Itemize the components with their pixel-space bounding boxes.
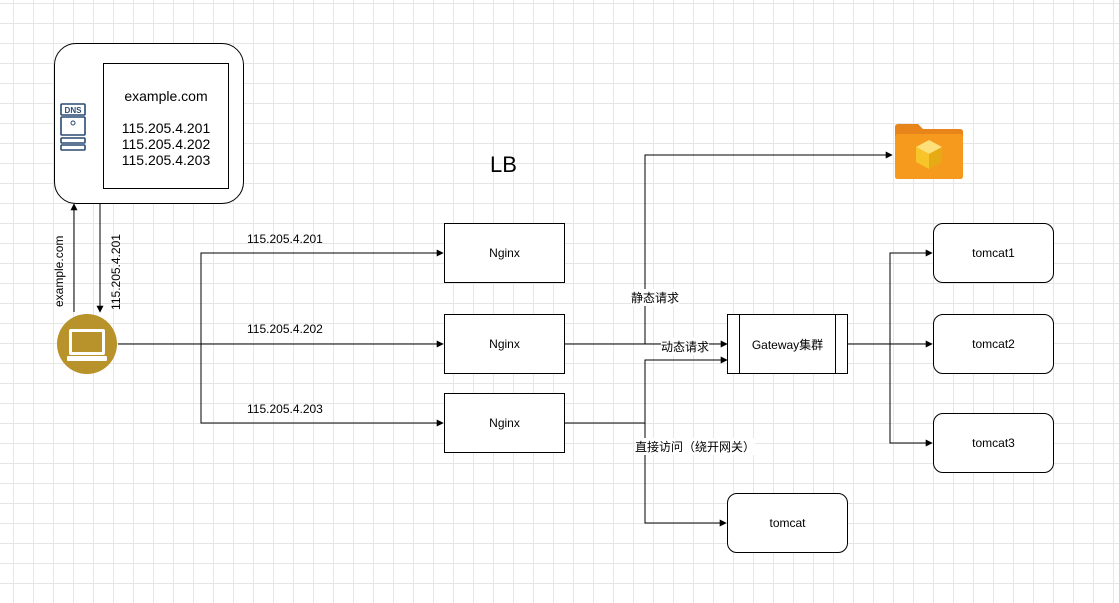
dns-record-screen: example.com 115.205.4.201 115.205.4.202 …	[103, 63, 229, 189]
gateway-right-bar	[835, 315, 836, 373]
dns-server-icon: DNS	[60, 103, 88, 151]
direct-access-label: 直接访问（绕开网关）	[635, 438, 756, 455]
tomcat-direct-node[interactable]: tomcat	[727, 493, 848, 553]
query-label: example.com	[52, 235, 66, 307]
dns-domain: example.com	[124, 88, 208, 104]
route-label-1: 115.205.4.201	[247, 232, 323, 246]
edge-static	[644, 151, 893, 344]
nginx-node-3[interactable]: Nginx	[444, 393, 565, 453]
static-folder-icon[interactable]	[894, 124, 964, 180]
nginx-node-1[interactable]: Nginx	[444, 223, 565, 283]
diagram-title: LB	[490, 152, 517, 177]
tomcat-node-2[interactable]: tomcat2	[933, 314, 1054, 374]
edge-gateway-to-tomcat3	[889, 344, 933, 447]
dynamic-request-label: 动态请求	[661, 338, 710, 355]
tomcat-node-3[interactable]: tomcat3	[933, 413, 1054, 473]
edge-gateway-to-tomcat1	[889, 249, 933, 344]
edge-nginx3-to-gateway	[565, 356, 728, 424]
tomcat-node-1[interactable]: tomcat1	[933, 223, 1054, 283]
nginx-node-2[interactable]: Nginx	[444, 314, 565, 374]
edge-direct	[644, 423, 727, 527]
client-computer-icon[interactable]	[57, 314, 117, 374]
edge-client-to-nginx-1	[200, 249, 444, 344]
gateway-left-bar	[739, 315, 740, 373]
route-label-3: 115.205.4.203	[247, 402, 323, 416]
gateway-cluster[interactable]: Gateway集群	[727, 314, 848, 374]
dns-ip-1: 115.205.4.201	[121, 120, 211, 136]
route-label-2: 115.205.4.202	[247, 322, 323, 336]
dns-ip-2: 115.205.4.202	[121, 136, 211, 152]
answer-label: 115.205.4.201	[109, 234, 123, 310]
static-request-label: 静态请求	[631, 289, 680, 306]
gateway-label: Gateway集群	[751, 337, 824, 352]
dns-icon-label: DNS	[65, 106, 83, 115]
edge-client-to-nginx-3	[200, 344, 444, 427]
dns-ip-3: 115.205.4.203	[121, 152, 211, 168]
